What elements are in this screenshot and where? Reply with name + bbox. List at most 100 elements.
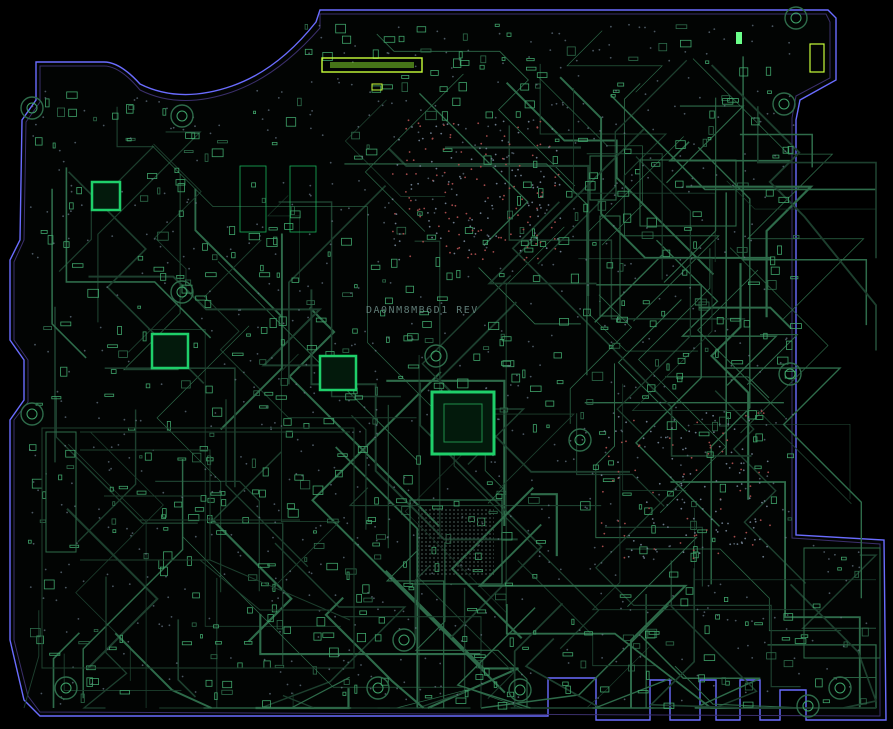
component-pad: [110, 369, 117, 374]
pch-bga-cluster-ball: [525, 256, 528, 259]
component-pad: [367, 517, 377, 522]
via: [367, 213, 370, 216]
pcb-trace: [324, 596, 425, 709]
pcb-trace: [335, 446, 419, 708]
io-bga-ball: [684, 447, 687, 450]
component-pad: [532, 574, 538, 579]
component-pad: [342, 292, 354, 297]
via: [623, 698, 626, 701]
pcb-trace: [697, 269, 786, 418]
io-bga-ball: [721, 522, 724, 524]
via: [167, 596, 170, 599]
component-pad: [69, 202, 74, 210]
pch-bga-cluster-ball: [432, 180, 435, 182]
via: [548, 561, 551, 563]
pcb-trace: [649, 568, 876, 709]
via: [308, 594, 311, 597]
pch-bga-cluster-ball: [457, 123, 460, 126]
via: [29, 206, 32, 209]
component-pad: [137, 255, 144, 261]
via: [785, 417, 787, 420]
pch-bga-cluster-ball: [480, 142, 483, 145]
component-pad: [112, 501, 116, 506]
io-bga-ball: [729, 543, 732, 546]
via: [687, 424, 690, 427]
component-pad: [617, 82, 625, 87]
via: [527, 127, 529, 130]
io-bga-ball: [758, 482, 761, 484]
component-pad: [562, 652, 574, 657]
component-pad: [192, 452, 202, 463]
via: [98, 508, 100, 511]
via: [60, 503, 63, 506]
pch-bga-cluster-ball: [445, 245, 448, 248]
via: [107, 526, 110, 529]
pcb-trace: [155, 480, 260, 592]
via: [544, 212, 546, 215]
pch-bga-cluster-ball: [503, 194, 505, 197]
pch-bga-cluster-ball: [449, 134, 452, 136]
io-bga-ball: [748, 497, 751, 500]
io-bga-ball: [679, 542, 682, 544]
via: [309, 194, 312, 197]
io-bga-ball: [744, 537, 747, 540]
component-pad: [335, 469, 343, 478]
component-pad: [268, 227, 278, 231]
via: [485, 612, 488, 614]
pcb-trace: [344, 99, 446, 197]
io-bga-ball: [617, 415, 620, 418]
via: [96, 401, 99, 404]
component-pad: [694, 298, 707, 306]
io-bga-ball: [761, 501, 763, 504]
pch-bga-cluster-ball: [545, 247, 548, 250]
component-pad: [327, 518, 339, 524]
component-pad: [137, 305, 142, 309]
via: [340, 686, 343, 689]
via: [340, 208, 343, 211]
via: [299, 290, 301, 292]
via: [602, 178, 605, 180]
via: [342, 659, 345, 662]
pcb-trace: [505, 82, 715, 276]
component-pad: [505, 582, 513, 587]
component-pad: [765, 66, 772, 76]
component-pad: [539, 241, 547, 248]
pcb-trace: [517, 560, 658, 667]
via: [507, 141, 510, 144]
component-pad: [499, 338, 504, 347]
io-bga-ball: [715, 510, 717, 513]
pch-bga-cluster-ball: [430, 132, 432, 135]
via: [83, 109, 86, 112]
via: [608, 44, 611, 46]
via: [310, 572, 313, 575]
io-bga-ball: [752, 526, 755, 529]
via: [387, 337, 390, 339]
pch-bga-cluster-ball: [523, 258, 526, 261]
component-pad: [477, 609, 487, 614]
component-pad: [271, 141, 278, 146]
io-bga-ball: [623, 556, 626, 559]
component-pad: [506, 210, 513, 220]
component-pad: [501, 360, 512, 366]
via: [572, 225, 575, 228]
via: [680, 464, 682, 466]
io-bga-ball: [740, 468, 742, 471]
component-pad: [528, 496, 540, 504]
via: [282, 322, 285, 325]
via: [851, 565, 854, 567]
io-bga-ball: [738, 472, 741, 474]
component-pad: [457, 378, 469, 389]
via: [792, 124, 795, 126]
via: [258, 516, 261, 519]
io-bga-ball: [617, 520, 620, 522]
component-pad: [93, 629, 99, 632]
pcb-trace: [97, 131, 202, 323]
via: [766, 475, 769, 478]
component-pad: [221, 499, 227, 507]
mounting-hole-center: [574, 434, 586, 446]
via: [744, 487, 747, 490]
pcb-generated-detail: [20, 6, 878, 718]
via: [594, 563, 596, 566]
component-pad: [441, 111, 448, 121]
via: [811, 639, 814, 642]
